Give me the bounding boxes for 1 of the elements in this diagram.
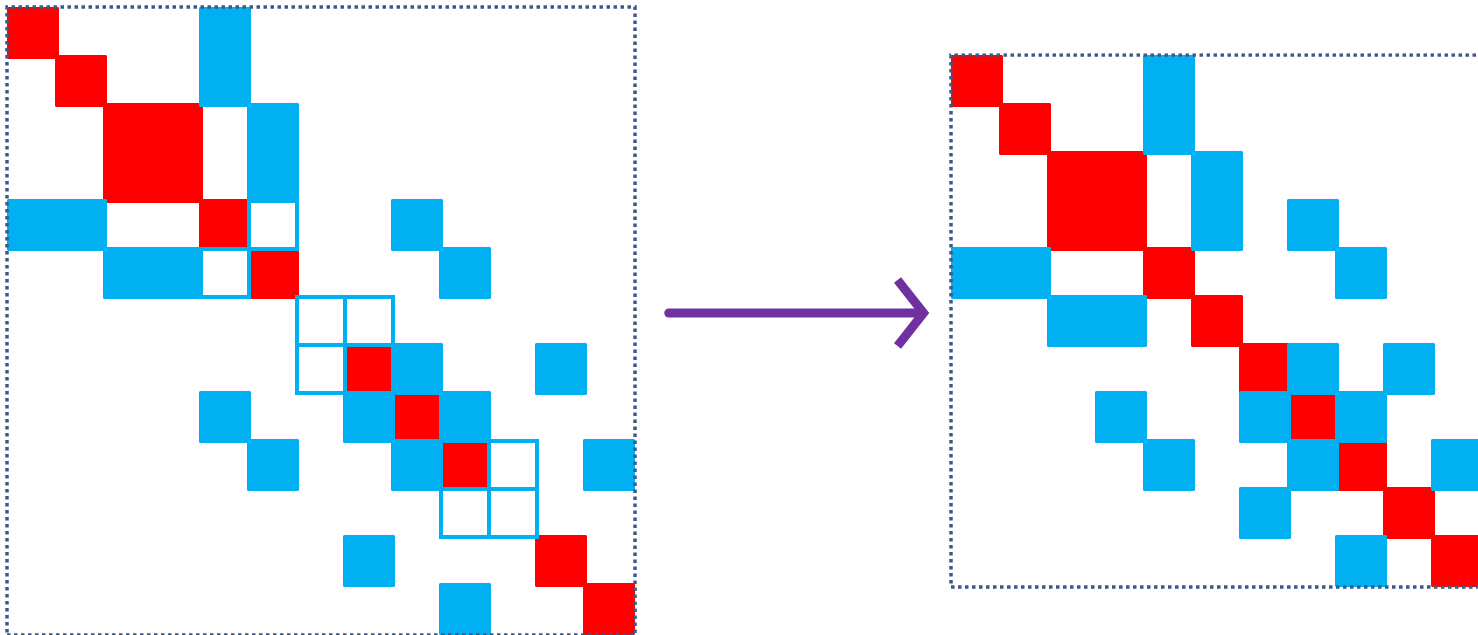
arrow: [664, 277, 930, 349]
